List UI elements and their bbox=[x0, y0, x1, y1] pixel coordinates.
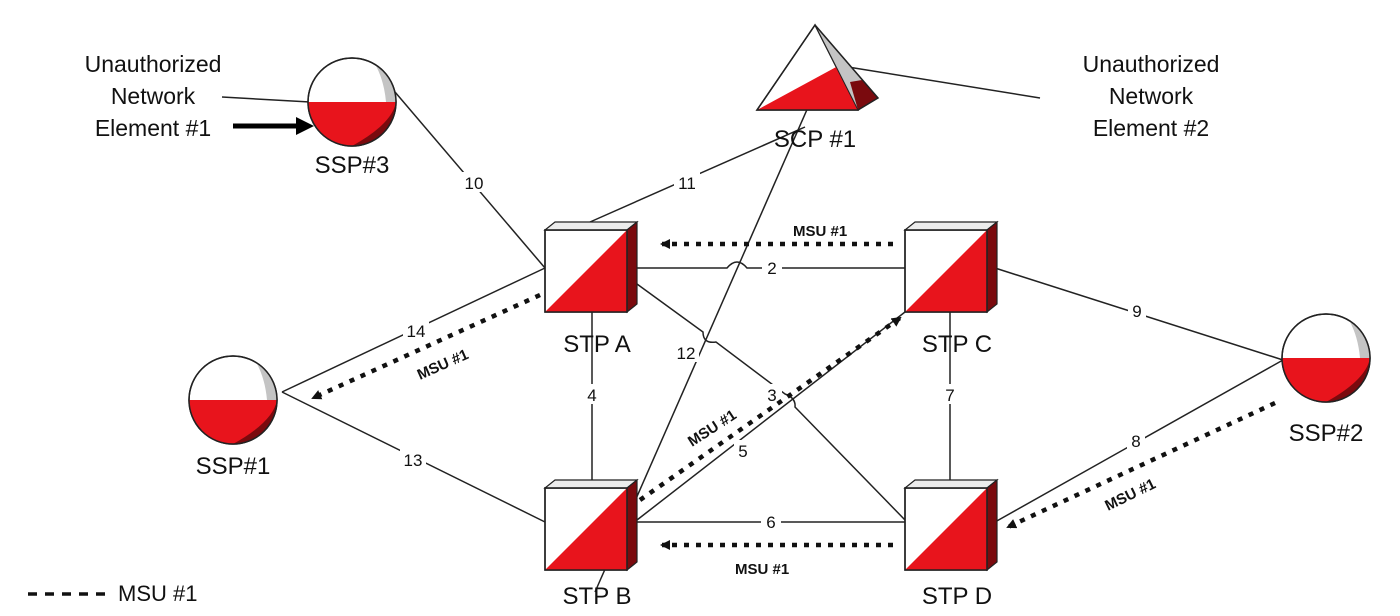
links bbox=[221, 66, 1284, 593]
link-label-7: 7 bbox=[945, 386, 954, 405]
ssp2-label: SSP#2 bbox=[1289, 420, 1364, 447]
stp-c-label: STP C bbox=[922, 331, 992, 358]
link-label-2: 2 bbox=[767, 259, 776, 278]
stp-d-label: STP D bbox=[922, 583, 992, 610]
link-2 bbox=[637, 261, 905, 269]
link-3 bbox=[636, 283, 906, 521]
stp-b-node[interactable] bbox=[543, 478, 639, 572]
link-label-12: 12 bbox=[677, 344, 696, 363]
unauth1-line2: Network bbox=[111, 83, 196, 109]
link-label-4: 4 bbox=[587, 386, 596, 405]
scp1-node[interactable] bbox=[755, 23, 880, 111]
ssp1-label: SSP#1 bbox=[196, 453, 271, 480]
msu-label-left: MSU #1 bbox=[415, 346, 471, 384]
legend: MSU #1 bbox=[28, 581, 197, 606]
unauth2-line2: Network bbox=[1109, 83, 1194, 109]
stp-c-node[interactable] bbox=[903, 220, 999, 314]
unauth1-line1: Unauthorized bbox=[85, 51, 222, 77]
msu-arrow-diag bbox=[638, 316, 902, 502]
link-unauth1 bbox=[221, 96, 311, 103]
msu-arrow-left bbox=[311, 292, 541, 401]
ssp1-node[interactable] bbox=[188, 355, 278, 445]
scp1-label: SCP #1 bbox=[774, 126, 856, 153]
ssp3-label: SSP#3 bbox=[315, 152, 390, 179]
stp-a-node[interactable] bbox=[543, 220, 639, 314]
link-label-14: 14 bbox=[407, 322, 426, 341]
link-label-6: 6 bbox=[766, 513, 775, 532]
msu-label-bottom: MSU #1 bbox=[735, 561, 789, 578]
link-label-8: 8 bbox=[1131, 432, 1140, 451]
link-unauth2 bbox=[847, 66, 1041, 99]
link-labels: 2 3 4 5 6 7 8 9 10 11 12 13 14 bbox=[400, 172, 1146, 532]
link-label-5: 5 bbox=[738, 442, 747, 461]
link-label-3: 3 bbox=[767, 386, 776, 405]
unauth2-line1: Unauthorized bbox=[1083, 51, 1220, 77]
unauth2-annotation: Unauthorized Network Element #2 bbox=[1083, 51, 1220, 141]
msu-arrow-right bbox=[1006, 400, 1276, 530]
msu-label-top: MSU #1 bbox=[793, 223, 847, 240]
stp-d-node[interactable] bbox=[903, 478, 999, 572]
msu-label-diag: MSU #1 bbox=[685, 407, 740, 451]
stp-b-label: STP B bbox=[563, 583, 632, 610]
stp-a-label: STP A bbox=[563, 331, 631, 358]
link-label-9: 9 bbox=[1132, 302, 1141, 321]
legend-label: MSU #1 bbox=[118, 581, 197, 606]
ssp2-node[interactable] bbox=[1281, 313, 1371, 403]
unauth1-arrow bbox=[233, 117, 314, 135]
unauth2-line3: Element #2 bbox=[1093, 115, 1209, 141]
link-label-11: 11 bbox=[678, 174, 696, 193]
link-label-10: 10 bbox=[465, 174, 484, 193]
ssp3-node[interactable] bbox=[307, 57, 397, 147]
unauth1-line3: Element #1 bbox=[95, 115, 211, 141]
link-label-13: 13 bbox=[404, 451, 423, 470]
unauth1-annotation: Unauthorized Network Element #1 bbox=[85, 51, 222, 141]
